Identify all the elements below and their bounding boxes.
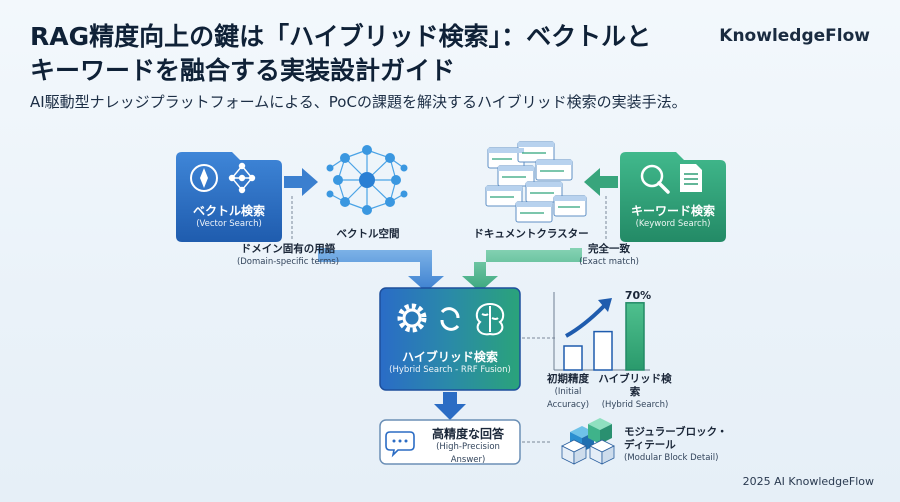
chart-annotation: 70% (624, 289, 652, 302)
modular-block-label: モジュラーブロック・ ディテール (Modular Block Detail) (624, 426, 728, 463)
magnifier-icon (640, 164, 670, 194)
brand-name: KnowledgeFlow (719, 26, 870, 46)
arrow-vector-merge (318, 248, 444, 292)
title-line-2: キーワードを融合する実装設計ガイド (30, 56, 456, 85)
network-icon (228, 162, 256, 194)
arrow-hybrid-to-answer (434, 392, 466, 420)
arrow-vector-to-space (284, 168, 318, 196)
title-line-1: RAG精度向上の鍵は「ハイブリッド検索」：ベクトルと (30, 22, 652, 51)
chart-category-initial: 初期精度 (Initial Accuracy) (546, 373, 590, 410)
vector-space-label: ベクトル空間 (336, 228, 400, 240)
page-title: RAG精度向上の鍵は「ハイブリッド検索」：ベクトルと キーワードを融合する実装設… (30, 20, 690, 88)
vector-search-label: ベクトル検索 (Vector Search) (192, 204, 265, 229)
accuracy-chart (553, 292, 650, 371)
arrow-keyword-to-cluster (584, 168, 618, 196)
chart-bar-2 (625, 302, 645, 371)
modular-blocks-icon (561, 418, 615, 465)
brain-icon (475, 302, 505, 336)
arrow-keyword-merge (462, 248, 582, 292)
document-icon (680, 164, 702, 192)
compass-icon (190, 164, 218, 192)
chat-bubble-icon (385, 431, 415, 458)
answer-label: 高精度な回答 (High-Precision Answer) (431, 427, 504, 466)
domain-terms-label: ドメイン固有の用語 (Domain-specific terms) (236, 243, 340, 267)
document-cluster (485, 141, 587, 223)
chart-bar-0 (563, 345, 583, 371)
sync-icon (440, 307, 460, 331)
chart-category-hybrid: ハイブリッド検索 (Hybrid Search) (598, 373, 672, 410)
footer-copyright: 2025 AI KnowledgeFlow (742, 475, 874, 488)
trend-arrow (565, 304, 606, 338)
page-subtitle: AI駆動型ナレッジプラットフォームによる、PoCの課題を解決するハイブリッド検索… (30, 93, 687, 111)
chart-bar-1 (593, 330, 613, 371)
keyword-search-card (620, 152, 726, 242)
doc-cluster-label: ドキュメントクラスター (473, 228, 589, 240)
keyword-search-label: キーワード検索 (Keyword Search) (630, 204, 715, 229)
exact-match-label: 完全一致 (Exact match) (579, 243, 639, 267)
vector-search-card (176, 152, 282, 242)
hybrid-search-card (379, 287, 521, 391)
answer-box (379, 419, 521, 465)
gear-icon (397, 303, 427, 333)
hybrid-search-label: ハイブリッド検索 (Hybrid Search - RRF Fusion) (389, 350, 511, 375)
